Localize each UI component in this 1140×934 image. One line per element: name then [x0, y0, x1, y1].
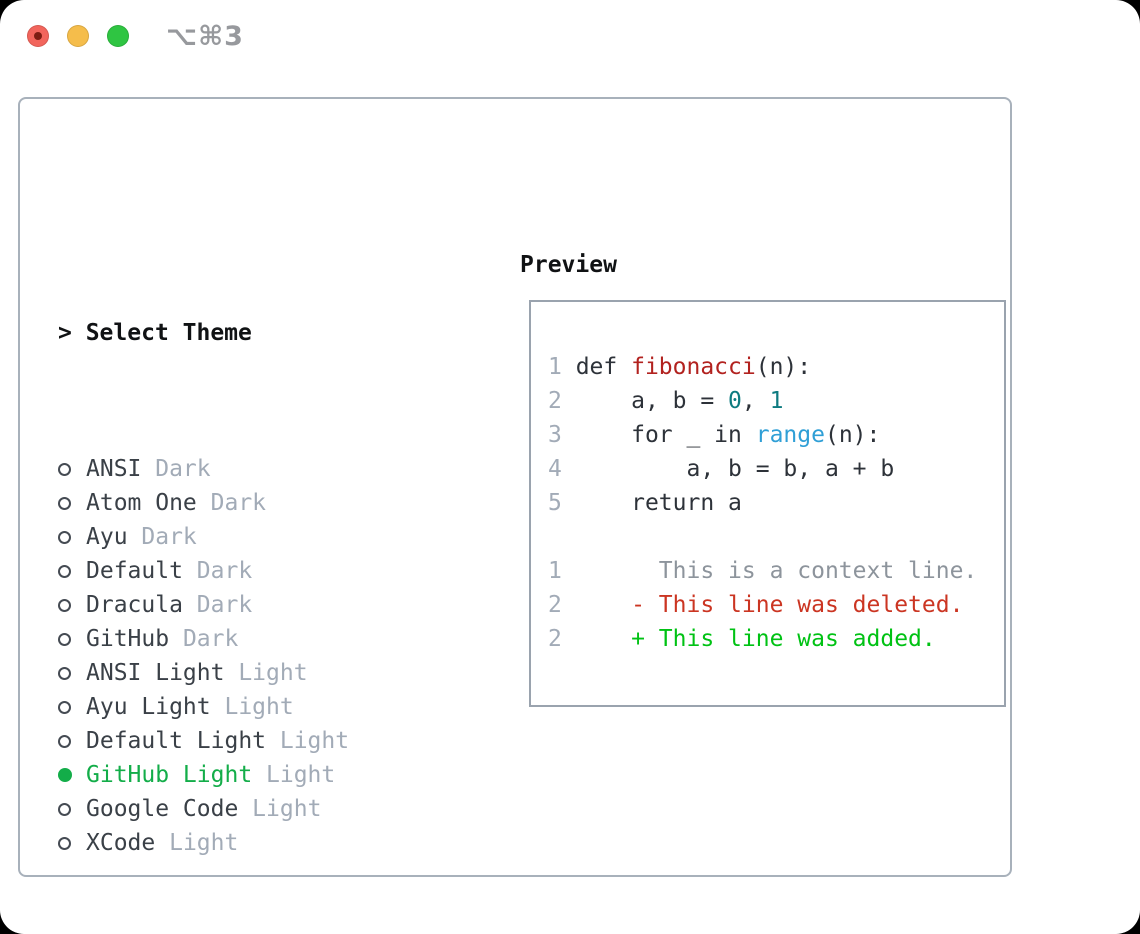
option-variant-label: Dark	[169, 626, 239, 652]
radio-selected-icon	[58, 768, 72, 782]
code-line: 2 - This line was deleted.	[548, 592, 964, 618]
option-label: Dracula	[86, 592, 183, 618]
theme-option-dracula[interactable]: Dracula Dark	[58, 588, 446, 622]
option-variant-label: Light	[224, 660, 308, 686]
option-label: Ayu	[86, 524, 128, 550]
theme-option-ansi-light[interactable]: ANSI Light Light	[58, 656, 446, 690]
theme-option-github-light[interactable]: GitHub Light Light	[58, 758, 446, 792]
theme-option-ayu[interactable]: Ayu Dark	[58, 520, 446, 554]
titlebar: ⌥⌘3	[0, 0, 1140, 72]
code-line: 3 for _ in range(n):	[548, 422, 881, 448]
select-theme-header-label: Select Theme	[85, 320, 252, 346]
option-variant-label: Dark	[196, 490, 267, 516]
radio-unselected-icon	[58, 803, 71, 816]
code-line: 2 a, b = 0, 1	[548, 388, 784, 414]
option-variant-label: Light	[155, 830, 239, 856]
radio-unselected-icon	[58, 497, 71, 510]
option-variant-label: Dark	[127, 524, 197, 550]
code-line: 4 a, b = b, a + b	[548, 456, 895, 482]
prompt-icon: >	[58, 320, 86, 346]
option-label: Default	[86, 558, 183, 584]
theme-option-default[interactable]: Default Dark	[58, 554, 446, 588]
close-button[interactable]	[27, 25, 49, 47]
theme-option-github[interactable]: GitHub Dark	[58, 622, 446, 656]
option-variant-label: Light	[252, 762, 336, 788]
theme-option-default-light[interactable]: Default Light Light	[58, 724, 446, 758]
option-label: Atom One	[86, 490, 197, 516]
option-label: Ayu Light	[86, 694, 211, 720]
preview-box: 1 def fibonacci(n): 2 a, b = 0, 1 3 for _ …	[529, 300, 1006, 707]
radio-unselected-icon	[58, 735, 71, 748]
option-variant-label: Dark	[141, 456, 211, 482]
option-label: Default Light	[86, 728, 267, 754]
option-variant-label: Light	[210, 694, 294, 720]
option-variant-label: Dark	[182, 558, 253, 584]
option-label: GitHub Light	[86, 762, 253, 788]
radio-unselected-icon	[58, 667, 71, 680]
theme-option-google-code[interactable]: Google Code Light	[58, 792, 446, 826]
select-theme-header: > Select Theme	[58, 316, 446, 350]
option-label: ANSI	[86, 456, 142, 482]
option-label: ANSI Light	[86, 660, 225, 686]
radio-unselected-icon	[58, 633, 71, 646]
code-line: 1 def fibonacci(n):	[548, 354, 812, 380]
minimize-button[interactable]	[67, 25, 89, 47]
radio-unselected-icon	[58, 837, 71, 850]
theme-option-xcode[interactable]: XCode Light	[58, 826, 446, 860]
option-variant-label: Light	[238, 796, 322, 822]
preview-header: Preview	[520, 252, 617, 278]
option-label: XCode	[86, 830, 156, 856]
option-label: Google Code	[86, 796, 239, 822]
code-line: 1 This is a context line.	[548, 558, 978, 584]
option-variant-label: Dark	[182, 592, 253, 618]
code-line: 2 + This line was added.	[548, 626, 936, 652]
zoom-button[interactable]	[107, 25, 129, 47]
radio-unselected-icon	[58, 531, 71, 544]
theme-option-ayu-light[interactable]: Ayu Light Light	[58, 690, 446, 724]
radio-unselected-icon	[58, 565, 71, 578]
theme-option-ansi[interactable]: ANSI Dark	[58, 452, 446, 486]
radio-unselected-icon	[58, 701, 71, 714]
code-preview: 1 def fibonacci(n): 2 a, b = 0, 1 3 for _ …	[548, 350, 977, 656]
unsaved-indicator-icon	[34, 32, 42, 40]
radio-unselected-icon	[58, 599, 71, 612]
code-line	[548, 520, 977, 554]
theme-option-atom-one[interactable]: Atom One Dark	[58, 486, 446, 520]
code-line: 5 return a	[548, 490, 742, 516]
radio-unselected-icon	[58, 463, 71, 476]
option-variant-label: Light	[266, 728, 350, 754]
option-label: GitHub	[86, 626, 170, 652]
window-title: ⌥⌘3	[166, 21, 244, 52]
